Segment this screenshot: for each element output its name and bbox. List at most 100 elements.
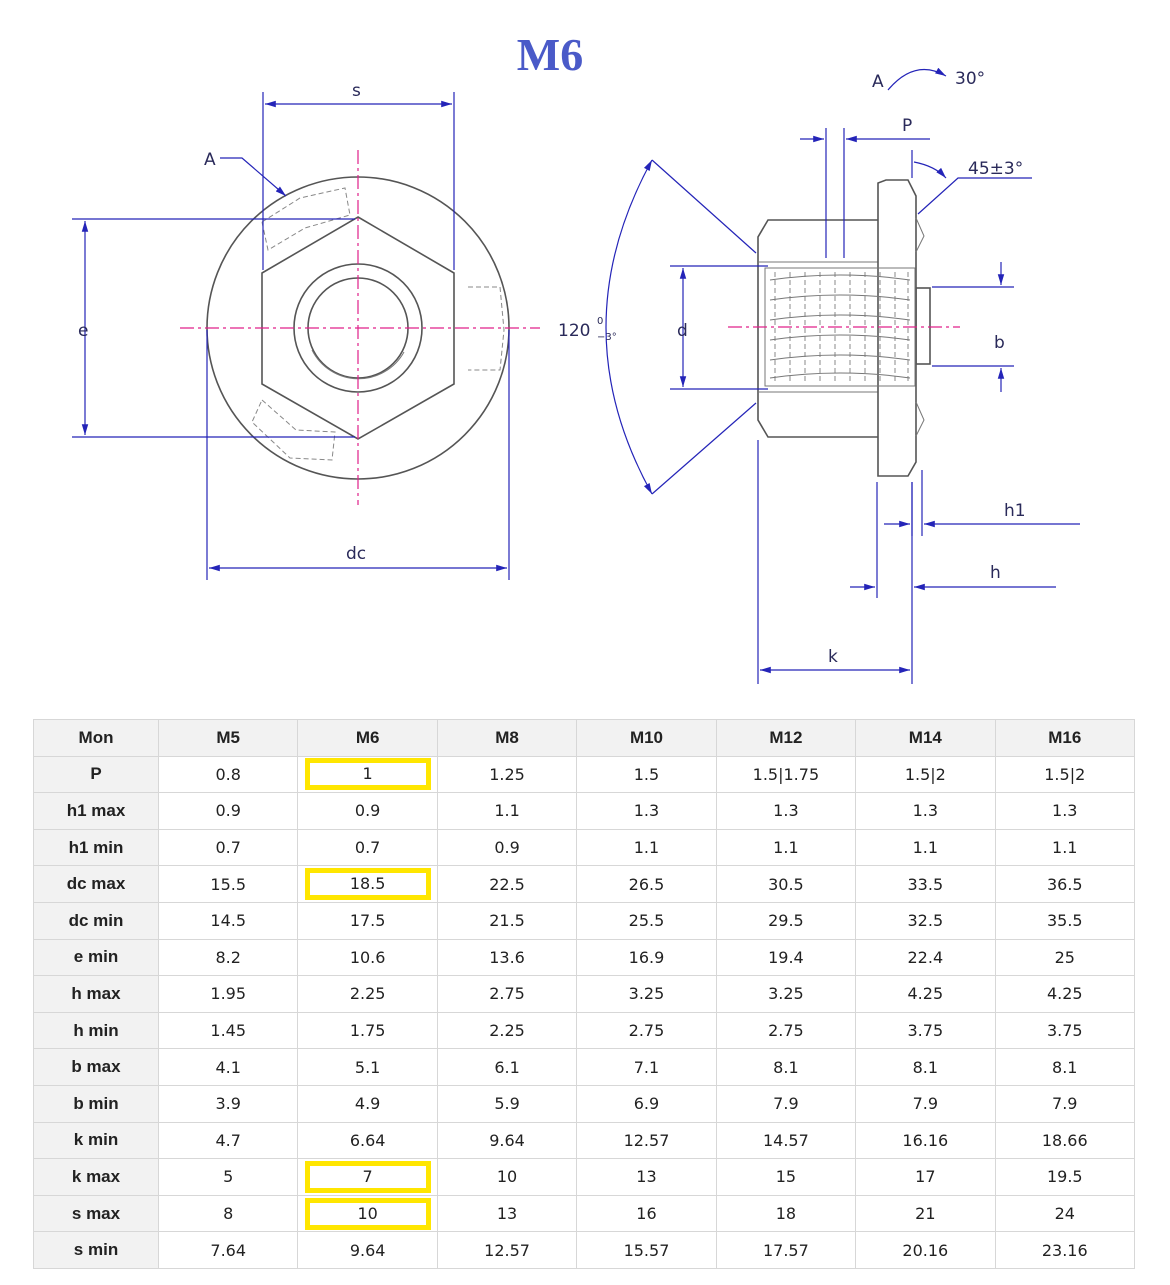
table-cell: 1	[297, 755, 438, 794]
column-header: M5	[157, 719, 299, 757]
table-cell: 12.57	[576, 1121, 717, 1160]
table-cell: 7.1	[576, 1048, 717, 1086]
row-label: k min	[33, 1121, 159, 1160]
table-cell: 1.3	[715, 792, 857, 830]
table-cell: 1.1	[576, 828, 717, 867]
serration-hint-right	[468, 286, 505, 371]
table-cell: 14.57	[715, 1121, 857, 1160]
table-cell: 7.9	[855, 1084, 996, 1123]
angle-120-arc	[605, 159, 653, 495]
serration-hint-top	[261, 187, 351, 251]
P-label: P	[902, 116, 912, 136]
flange-outline-side	[877, 179, 917, 477]
angle-tol-lower: −3°	[597, 332, 617, 343]
table-cell: 5.1	[297, 1048, 438, 1086]
table-cell: 13	[436, 1194, 578, 1233]
table-cell: 4.25	[855, 975, 996, 1013]
table-cell: 16.9	[576, 938, 717, 977]
table-cell: 1.1	[994, 828, 1136, 867]
table-cell: 2.75	[576, 1011, 717, 1050]
highlighted-value: 10	[304, 1197, 431, 1230]
highlighted-value: 1	[304, 758, 431, 791]
table-cell: 8.1	[855, 1048, 996, 1086]
chamfer-arc	[913, 161, 947, 179]
table-cell: 4.1	[157, 1048, 299, 1086]
table-cell: 22.4	[855, 938, 996, 977]
row-label: h max	[33, 975, 159, 1013]
serration-tab	[915, 287, 931, 365]
h-label: h	[990, 563, 1001, 583]
table-cell: 10	[297, 1194, 438, 1233]
table-cell: 4.7	[157, 1121, 299, 1160]
row-label: s min	[33, 1231, 159, 1269]
table-cell: 1.1	[855, 828, 996, 867]
page-title: M6	[516, 29, 584, 80]
table-cell: 7	[297, 1158, 438, 1196]
table-cell: 7.64	[157, 1231, 299, 1269]
table-cell: 1.5	[576, 755, 717, 794]
table-cell: 0.7	[157, 828, 299, 867]
row-label: P	[33, 755, 159, 794]
highlighted-value: 7	[304, 1160, 431, 1193]
table-cell: 13	[576, 1158, 717, 1196]
front-view: s A e dc	[72, 81, 540, 580]
column-header: M14	[855, 719, 996, 757]
table-cell: 18.66	[994, 1121, 1136, 1160]
table-cell: 1.5|1.75	[715, 755, 857, 794]
h1-label: h1	[1004, 501, 1026, 521]
column-header: M12	[715, 719, 857, 757]
table-cell: 10.6	[297, 938, 438, 977]
row-label: h min	[33, 1011, 159, 1050]
table-cell: 23.16	[994, 1231, 1136, 1269]
table-cell: 1.3	[994, 792, 1136, 830]
table-cell: 7.9	[994, 1084, 1136, 1123]
thread-arc	[311, 349, 405, 380]
table-cell: 3.25	[576, 975, 717, 1013]
chamfer-leader	[917, 177, 1032, 215]
column-header: M8	[436, 719, 578, 757]
table-cell: 6.64	[297, 1121, 438, 1160]
row-label: s max	[33, 1194, 159, 1233]
table-cell: 5.9	[436, 1084, 578, 1123]
table-cell: 1.75	[297, 1011, 438, 1050]
dc-label: dc	[346, 544, 366, 564]
table-cell: 15	[715, 1158, 857, 1196]
angle-120-label: 120	[558, 321, 590, 341]
A-leader-line	[220, 157, 287, 197]
table-cell: 1.45	[157, 1011, 299, 1050]
table-cell: 9.64	[436, 1121, 578, 1160]
table-cell: 0.9	[436, 828, 578, 867]
table-cell: 29.5	[715, 901, 857, 940]
table-cell: 26.5	[576, 865, 717, 903]
rotation-arrow	[887, 67, 947, 91]
column-header: M10	[576, 719, 717, 757]
table-cell: 1.5|2	[855, 755, 996, 794]
table-cell: 1.1	[436, 792, 578, 830]
table-cell: 0.8	[157, 755, 299, 794]
table-cell: 1.3	[576, 792, 717, 830]
serration-hint-bottom	[251, 399, 336, 461]
row-label: dc max	[33, 865, 159, 903]
table-cell: 8.1	[715, 1048, 857, 1086]
s-label: s	[352, 81, 361, 101]
chamfer-label: 45±3°	[968, 159, 1023, 179]
table-cell: 1.95	[157, 975, 299, 1013]
table-cell: 3.75	[855, 1011, 996, 1050]
column-header: Mon	[33, 719, 159, 757]
table-cell: 19.5	[994, 1158, 1136, 1196]
table-cell: 3.9	[157, 1084, 299, 1123]
table-cell: 20.16	[855, 1231, 996, 1269]
table-cell: 2.75	[436, 975, 578, 1013]
table-cell: 5	[157, 1158, 299, 1196]
